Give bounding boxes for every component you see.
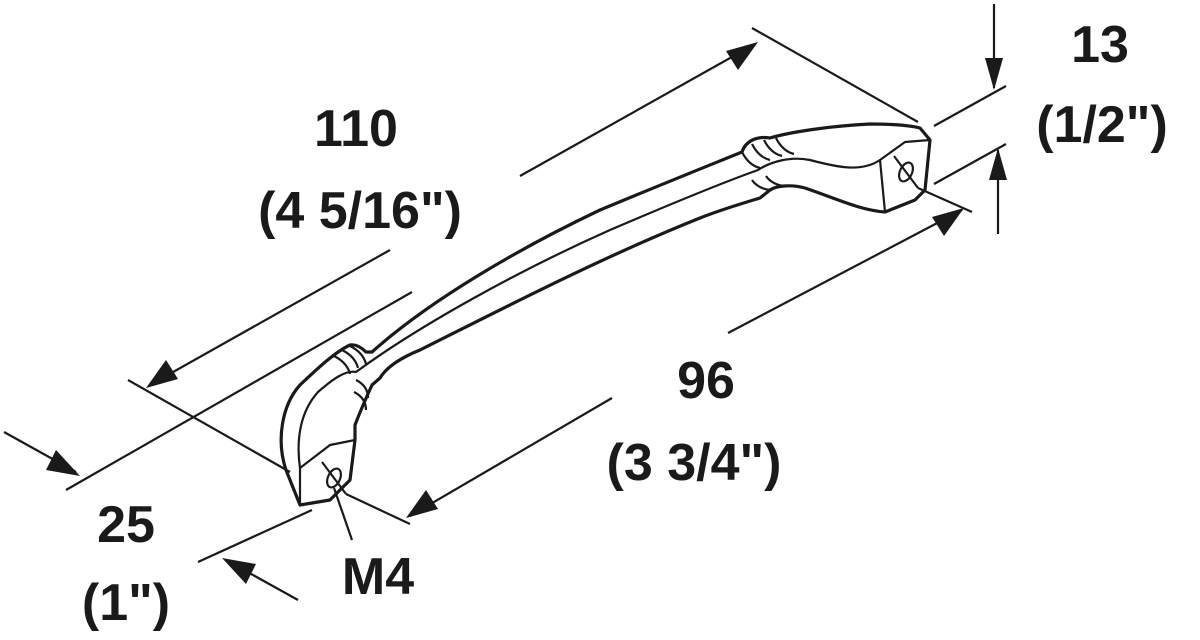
right-hole-center — [893, 155, 919, 189]
thread-label: M4 — [342, 548, 414, 606]
length-extension-left — [127, 379, 291, 473]
projection-extension-bottom — [197, 508, 313, 564]
length-value: 110 — [314, 100, 398, 158]
right-mounting-hole — [898, 161, 914, 183]
left-mounting-hole — [326, 467, 342, 489]
spacing-dim-line-lower — [409, 397, 613, 517]
width-arrow-bottom — [989, 148, 1007, 180]
width-extension-top — [933, 85, 1007, 127]
dimension-hole-spacing: 96 (3 3/4") — [345, 186, 973, 525]
spacing-arrow-left — [406, 490, 438, 518]
spacing-imperial: (3 3/4") — [607, 434, 782, 492]
handle-body — [279, 122, 932, 507]
thread-leader-line — [332, 487, 354, 541]
length-arrow-left — [146, 360, 178, 388]
spacing-value: 96 — [677, 352, 735, 410]
length-dim-line-lower — [149, 249, 391, 386]
right-ribs — [741, 137, 795, 192]
width-extension-bottom — [933, 143, 1007, 185]
projection-arrow-top — [46, 450, 80, 476]
handle-inner-contour — [297, 157, 881, 469]
projection-extension-top — [65, 291, 413, 491]
length-arrow-right — [726, 42, 758, 70]
dimension-width: 13 (1/2") — [933, 4, 1168, 234]
projection-imperial: (1") — [82, 574, 170, 632]
handle-outline — [279, 122, 932, 507]
projection-arrow-bottom — [222, 558, 256, 584]
width-value: 13 — [1071, 16, 1129, 74]
width-arrow-top — [985, 58, 1003, 90]
thread-callout: M4 — [332, 487, 414, 606]
spacing-arrow-right — [932, 208, 964, 236]
left-ribs — [333, 345, 370, 411]
spacing-extension-right — [917, 186, 973, 214]
length-extension-right — [751, 27, 919, 123]
left-hole-center — [321, 461, 347, 495]
dimension-projection: 25 (1") — [3, 291, 413, 632]
spacing-dim-line-upper — [727, 209, 963, 334]
projection-value: 25 — [97, 496, 155, 554]
length-imperial: (4 5/16") — [258, 182, 462, 240]
width-imperial: (1/2") — [1036, 96, 1168, 154]
length-dim-line-upper — [519, 43, 756, 177]
dimension-overall-length: 110 (4 5/16") — [127, 27, 919, 473]
spacing-extension-left — [345, 493, 411, 525]
